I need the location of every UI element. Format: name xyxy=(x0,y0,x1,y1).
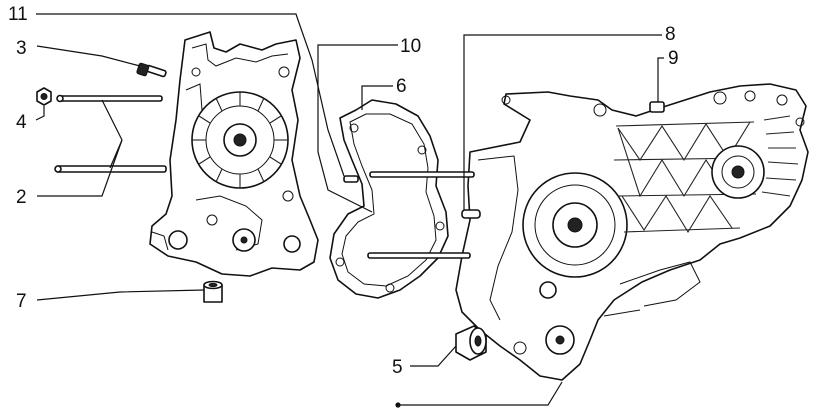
callout-3: 3 xyxy=(16,38,27,59)
dowel-pin xyxy=(461,209,481,219)
callout-5: 5 xyxy=(392,357,403,378)
nut xyxy=(36,87,52,106)
right-crankcase-half xyxy=(455,83,809,381)
rear-hub-fins xyxy=(761,115,799,197)
long-stud-lower xyxy=(367,252,471,259)
silentblock-bushing xyxy=(455,325,487,361)
leader-lines xyxy=(35,13,664,408)
callout-11: 11 xyxy=(8,4,28,25)
plug xyxy=(649,101,665,113)
callout-8: 8 xyxy=(665,24,676,45)
callout-10: 10 xyxy=(400,36,421,57)
gasket xyxy=(329,99,449,299)
dowel-sleeve xyxy=(203,280,223,303)
long-stud-upper xyxy=(369,171,475,178)
callout-4: 4 xyxy=(16,112,27,133)
callout-6: 6 xyxy=(396,76,407,97)
callout-labels: 11 10 8 9 3 6 4 2 7 5 xyxy=(8,4,679,378)
left-crankcase-half xyxy=(149,31,319,277)
stud-upper xyxy=(56,94,163,103)
callout-7: 7 xyxy=(16,291,27,312)
callout-9: 9 xyxy=(668,48,679,69)
bolt xyxy=(136,62,167,78)
left-case-ribs xyxy=(192,92,288,188)
small-bolt-11 xyxy=(343,175,359,183)
callout-2: 2 xyxy=(16,187,27,208)
